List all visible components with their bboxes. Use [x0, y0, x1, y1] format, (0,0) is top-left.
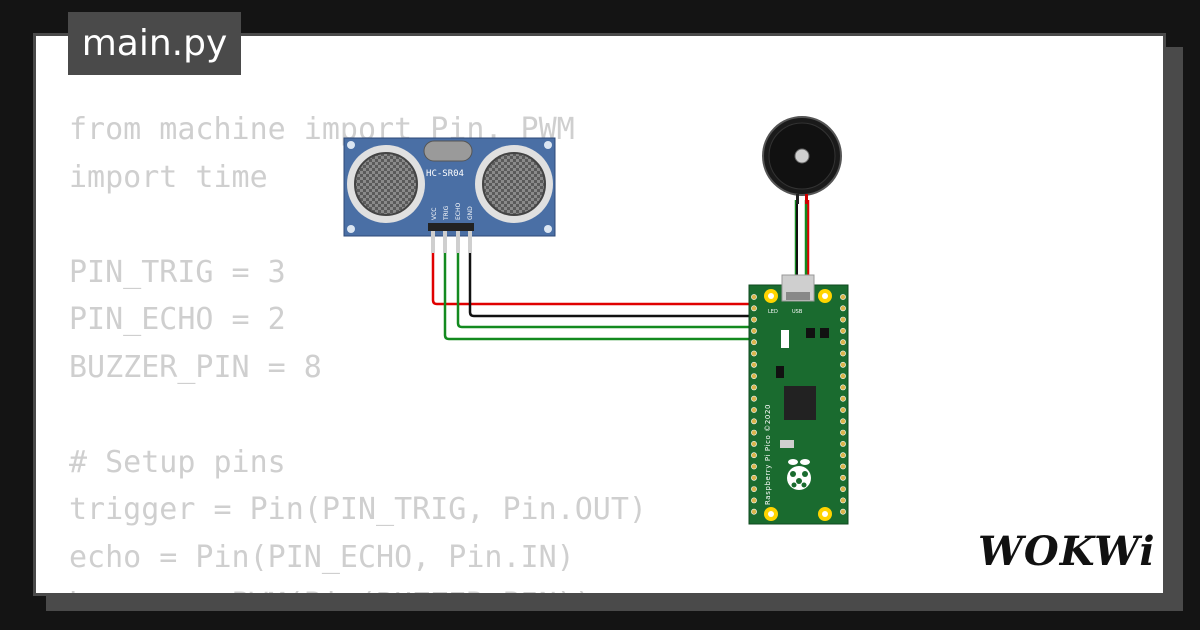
pin-label-gnd: GND — [467, 206, 474, 220]
header-pin[interactable] — [751, 463, 757, 470]
header-pins-left — [751, 294, 757, 515]
header-pin[interactable] — [840, 294, 846, 300]
header-pin[interactable] — [840, 508, 846, 515]
header-pin[interactable] — [751, 440, 757, 447]
header-pin[interactable] — [751, 316, 757, 323]
header-pin[interactable] — [751, 452, 757, 459]
code-line: PIN_ECHO = 2 — [69, 302, 286, 337]
pin-vcc[interactable] — [431, 231, 435, 253]
header-pin[interactable] — [840, 474, 846, 481]
header-pin[interactable] — [751, 294, 757, 300]
code-line: PIN_TRIG = 3 — [69, 254, 286, 290]
header-pin[interactable] — [840, 327, 846, 334]
header-pin[interactable] — [751, 361, 757, 368]
header-pin[interactable] — [840, 486, 846, 492]
header-pin[interactable] — [840, 497, 846, 504]
code-line: echo = Pin(PIN_ECHO, Pin.IN) — [69, 539, 575, 575]
wire-echo — [456, 252, 760, 329]
code-line: # Setup pins — [69, 444, 286, 480]
header-pin[interactable] — [751, 350, 757, 357]
header-pins-right — [840, 294, 846, 515]
raspberry-logo-icon — [787, 459, 811, 490]
header-pin[interactable] — [751, 395, 757, 402]
header-pin[interactable] — [840, 373, 846, 379]
crystal-oscillator — [423, 140, 473, 162]
pin-echo[interactable] — [456, 231, 460, 253]
header-pin[interactable] — [840, 463, 846, 470]
header-pin[interactable] — [751, 497, 757, 504]
header-pin[interactable] — [840, 452, 846, 459]
header-pin[interactable] — [751, 339, 757, 346]
header-pin[interactable] — [751, 373, 757, 379]
header-pin[interactable] — [751, 474, 757, 481]
code-line: buzzer = PWM(Pin(BUZZER_PIN)) — [69, 581, 647, 593]
wire-vcc — [431, 252, 760, 306]
header-pin[interactable] — [840, 384, 846, 391]
wire-gnd — [468, 252, 760, 318]
header-pin[interactable] — [840, 350, 846, 357]
header-pin[interactable] — [751, 407, 757, 413]
pin-trig[interactable] — [443, 231, 447, 253]
header-pin[interactable] — [751, 508, 757, 515]
header-pin[interactable] — [751, 429, 757, 436]
code-line: trigger = Pin(PIN_TRIG, Pin.OUT) — [69, 492, 647, 527]
code-line: from machine import Pin, PWM — [69, 112, 575, 147]
wire-trig — [443, 252, 760, 341]
pin-gnd[interactable] — [468, 231, 472, 253]
pin-label-trig: TRIG — [443, 205, 450, 221]
code-line: BUZZER_PIN = 8 — [69, 349, 322, 385]
bootsel-button[interactable] — [781, 330, 789, 348]
pin-label-vcc: VCC — [431, 208, 438, 220]
header-pin[interactable] — [751, 418, 757, 425]
header-pin[interactable] — [840, 418, 846, 425]
header-pin[interactable] — [840, 407, 846, 413]
header-pin[interactable] — [751, 384, 757, 391]
header-pin[interactable] — [840, 339, 846, 346]
ultrasonic-sensor[interactable]: HC-SR04 VCC TRIG ECHO GND — [343, 137, 556, 253]
header-pin[interactable] — [840, 361, 846, 368]
file-tab-main-py[interactable]: main.py — [68, 12, 241, 75]
pin-label-echo: ECHO — [455, 203, 462, 220]
header-pin[interactable] — [751, 305, 757, 312]
header-pin[interactable] — [840, 316, 846, 323]
header-pin[interactable] — [751, 486, 757, 492]
rp2040-chip — [784, 386, 816, 420]
header-pin[interactable] — [840, 395, 846, 402]
led-label: LED — [768, 309, 778, 315]
header-pin[interactable] — [840, 305, 846, 312]
code-line: import time — [69, 159, 268, 195]
board-label: Raspberry Pi Pico ©2020 — [764, 404, 772, 505]
sensor-model-label: HC-SR04 — [426, 169, 464, 179]
wokwi-logo: WOKWi — [978, 528, 1156, 575]
header-pin[interactable] — [840, 440, 846, 447]
header-pin[interactable] — [840, 429, 846, 436]
piezo-buzzer[interactable] — [762, 116, 842, 204]
raspberry-pi-pico[interactable]: LED USB Raspberry Pi Pico ©2020 — [748, 274, 849, 525]
usb-label: USB — [792, 309, 803, 315]
header-pin[interactable] — [751, 327, 757, 334]
